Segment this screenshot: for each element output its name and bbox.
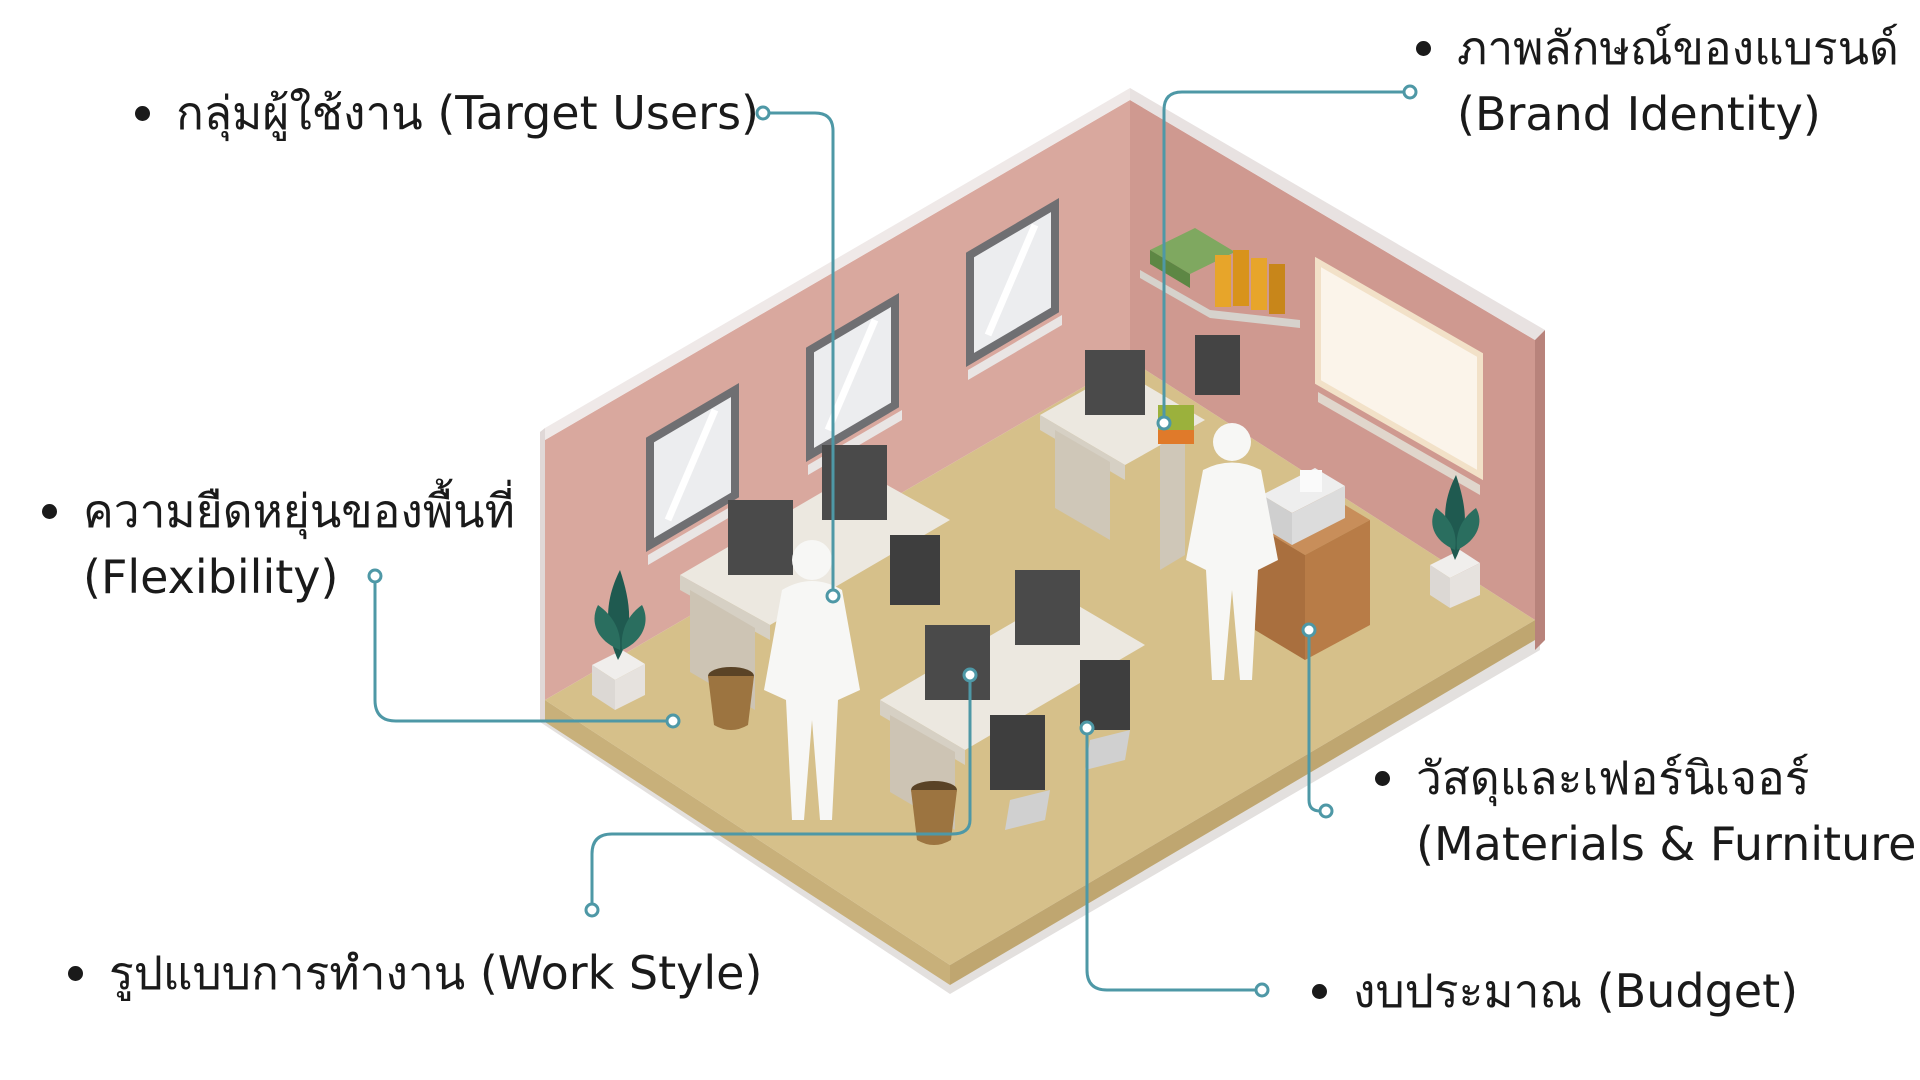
connector-brand-identity — [1162, 90, 1410, 423]
bullet-dot-icon — [1416, 41, 1431, 56]
connector-endpoints — [367, 84, 1418, 998]
window-1 — [646, 383, 742, 565]
connector-budget — [1085, 728, 1262, 992]
window-3 — [966, 198, 1062, 380]
label-materials-thai: วัสดุและเฟอร์นิเจอร์ — [1416, 751, 1810, 805]
right-wall-top — [1130, 88, 1545, 340]
connector-circle-icon — [1254, 982, 1270, 998]
label-brand-identity: ภาพลักษณ์ของแบรนด์ (Brand Identity) — [1416, 15, 1899, 147]
bullet-dot-icon — [1375, 771, 1390, 786]
whiteboard — [1315, 256, 1483, 495]
label-brand-identity-thai: ภาพลักษณ์ของแบรนด์ — [1457, 21, 1899, 75]
person-silhouette-right — [1186, 423, 1278, 680]
office-chairs — [890, 535, 1130, 830]
label-target-users: กลุ่มผู้ใช้งาน (Target Users) — [135, 80, 759, 146]
left-wall-end — [540, 428, 545, 722]
connector-circle-icon — [1402, 84, 1418, 100]
label-materials-en: (Materials & Furniture) — [1416, 817, 1920, 871]
room-floor-edge-right — [950, 620, 1535, 985]
connector-circle-icon — [1318, 803, 1334, 819]
label-budget: งบประมาณ (Budget) — [1312, 958, 1798, 1024]
printer-cabinet — [1255, 468, 1370, 660]
room-floor-edge — [545, 700, 950, 985]
right-wall-end — [1535, 330, 1545, 650]
label-flexibility: ความยืดหยุ่นของพื้นที่ (Flexibility) — [42, 478, 515, 610]
connector-circle-icon — [665, 713, 681, 729]
label-brand-identity-en: (Brand Identity) — [1457, 87, 1821, 141]
plant-right — [1430, 475, 1480, 608]
connector-circle-icon — [584, 902, 600, 918]
connector-circle-icon — [825, 588, 841, 604]
connector-circle-icon — [367, 568, 383, 584]
connector-circle-icon — [1301, 622, 1317, 638]
bullet-dot-icon — [68, 966, 83, 981]
left-wall-top — [545, 88, 1130, 440]
person-silhouette-left — [764, 540, 860, 820]
connector-circle-icon — [1079, 720, 1095, 736]
trash-bin-right — [911, 781, 957, 845]
trash-bin-left — [708, 667, 754, 730]
connector-circle-icon — [755, 105, 771, 121]
front-desk-right — [880, 570, 1145, 830]
wall-shelf — [1140, 228, 1300, 328]
label-work-style: รูปแบบการทำงาน (Work Style) — [68, 940, 762, 1006]
label-target-users-text: กลุ่มผู้ใช้งาน (Target Users) — [176, 86, 759, 140]
connector-circle-icon — [962, 667, 978, 683]
label-flexibility-thai: ความยืดหยุ่นของพื้นที่ — [83, 484, 515, 538]
plant-left — [592, 570, 646, 710]
connector-lines — [373, 90, 1410, 992]
back-desk — [1040, 335, 1240, 570]
label-flexibility-en: (Flexibility) — [83, 550, 339, 604]
label-work-style-text: รูปแบบการทำงาน (Work Style) — [109, 946, 763, 1000]
bullet-dot-icon — [42, 504, 57, 519]
bullet-dot-icon — [135, 106, 150, 121]
connector-work-style — [590, 675, 972, 910]
bullet-dot-icon — [1312, 984, 1327, 999]
connector-target-users — [763, 111, 835, 596]
label-materials-furniture: วัสดุและเฟอร์นิเจอร์ (Materials & Furnit… — [1375, 745, 1920, 877]
connector-circle-icon — [1156, 415, 1172, 431]
label-budget-text: งบประมาณ (Budget) — [1353, 964, 1799, 1018]
connector-flexibility — [373, 576, 673, 723]
